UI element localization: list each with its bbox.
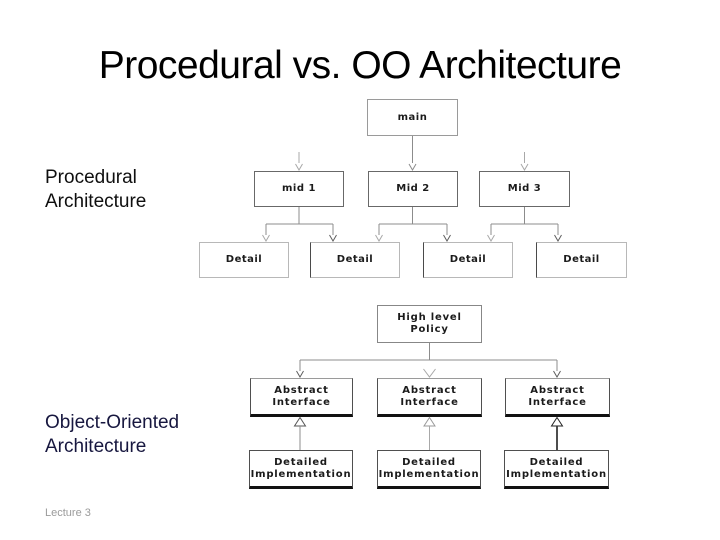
box-detailed-implementation-2-label: Detailed Implementation — [378, 456, 480, 480]
box-main-label: main — [397, 111, 428, 123]
box-main: main — [367, 99, 458, 136]
connector-mid2-to-details — [378, 207, 448, 235]
arrowhead-into-mid2 — [408, 163, 417, 171]
arrowhead-mid3-right — [554, 234, 562, 242]
arrowhead-mid1-right — [329, 234, 337, 242]
box-mid-2-label: Mid 2 — [396, 183, 430, 194]
arrowhead-mid1-left — [262, 234, 270, 242]
box-mid-3: Mid 3 — [479, 171, 570, 207]
box-abstract-interface-3: Abstract Interface — [505, 378, 610, 417]
box-mid-3-label: Mid 3 — [507, 183, 542, 194]
box-detail-4-label: Detail — [563, 254, 600, 265]
open-arrowhead-into-interface-2 — [423, 368, 436, 378]
box-mid-1: mid 1 — [254, 171, 344, 207]
connector-mid1-to-details — [265, 207, 334, 235]
box-high-level-policy-label: High level Policy — [397, 312, 462, 335]
box-detail-2-label: Detail — [336, 254, 374, 265]
box-detail-3: Detail — [423, 242, 513, 278]
box-detail-1: Detail — [199, 242, 289, 278]
inheritance-triangle-2 — [423, 416, 436, 427]
arrowhead-into-interface-1 — [296, 370, 304, 378]
box-abstract-interface-3-label: Abstract Interface — [528, 384, 587, 408]
inheritance-triangle-3 — [550, 416, 564, 427]
box-detailed-implementation-1: Detailed Implementation — [249, 450, 353, 489]
inheritance-triangle-1 — [293, 416, 307, 427]
box-detailed-implementation-3: Detailed Implementation — [504, 450, 609, 489]
arrowhead-mid2-right — [443, 234, 451, 242]
box-abstract-interface-2-label: Abstract Interface — [400, 384, 459, 408]
box-abstract-interface-1: Abstract Interface — [250, 378, 353, 417]
arrowhead-mid2-left — [375, 234, 383, 242]
box-detail-1-label: Detail — [225, 254, 263, 265]
connector-mid3-to-details — [490, 207, 559, 235]
arrow-into-mid3 — [520, 152, 529, 171]
box-detailed-implementation-1-label: Detailed Implementation — [250, 456, 352, 480]
label-object-oriented-architecture: Object-Oriented Architecture — [45, 412, 180, 457]
box-high-level-policy: High level Policy — [377, 305, 482, 343]
footer-lecture-number: Lecture 3 — [45, 507, 91, 519]
box-mid-2: Mid 2 — [368, 171, 458, 207]
box-detailed-implementation-2: Detailed Implementation — [377, 450, 481, 489]
label-procedural-architecture: Procedural Architecture — [45, 167, 147, 212]
connector-policy-to-interfaces — [299, 343, 558, 371]
box-detail-4: Detail — [536, 242, 627, 278]
box-abstract-interface-1-label: Abstract Interface — [272, 384, 331, 408]
box-detail-3-label: Detail — [449, 254, 487, 265]
box-mid-1-label: mid 1 — [282, 183, 316, 194]
box-detail-2: Detail — [310, 242, 400, 278]
arrowhead-mid3-left — [487, 234, 495, 242]
arrowhead-into-interface-3 — [553, 370, 561, 378]
arrow-into-mid1 — [295, 152, 303, 171]
slide-title: Procedural vs. OO Architecture — [98, 44, 622, 87]
box-detailed-implementation-3-label: Detailed Implementation — [506, 456, 607, 480]
box-abstract-interface-2: Abstract Interface — [377, 378, 482, 417]
